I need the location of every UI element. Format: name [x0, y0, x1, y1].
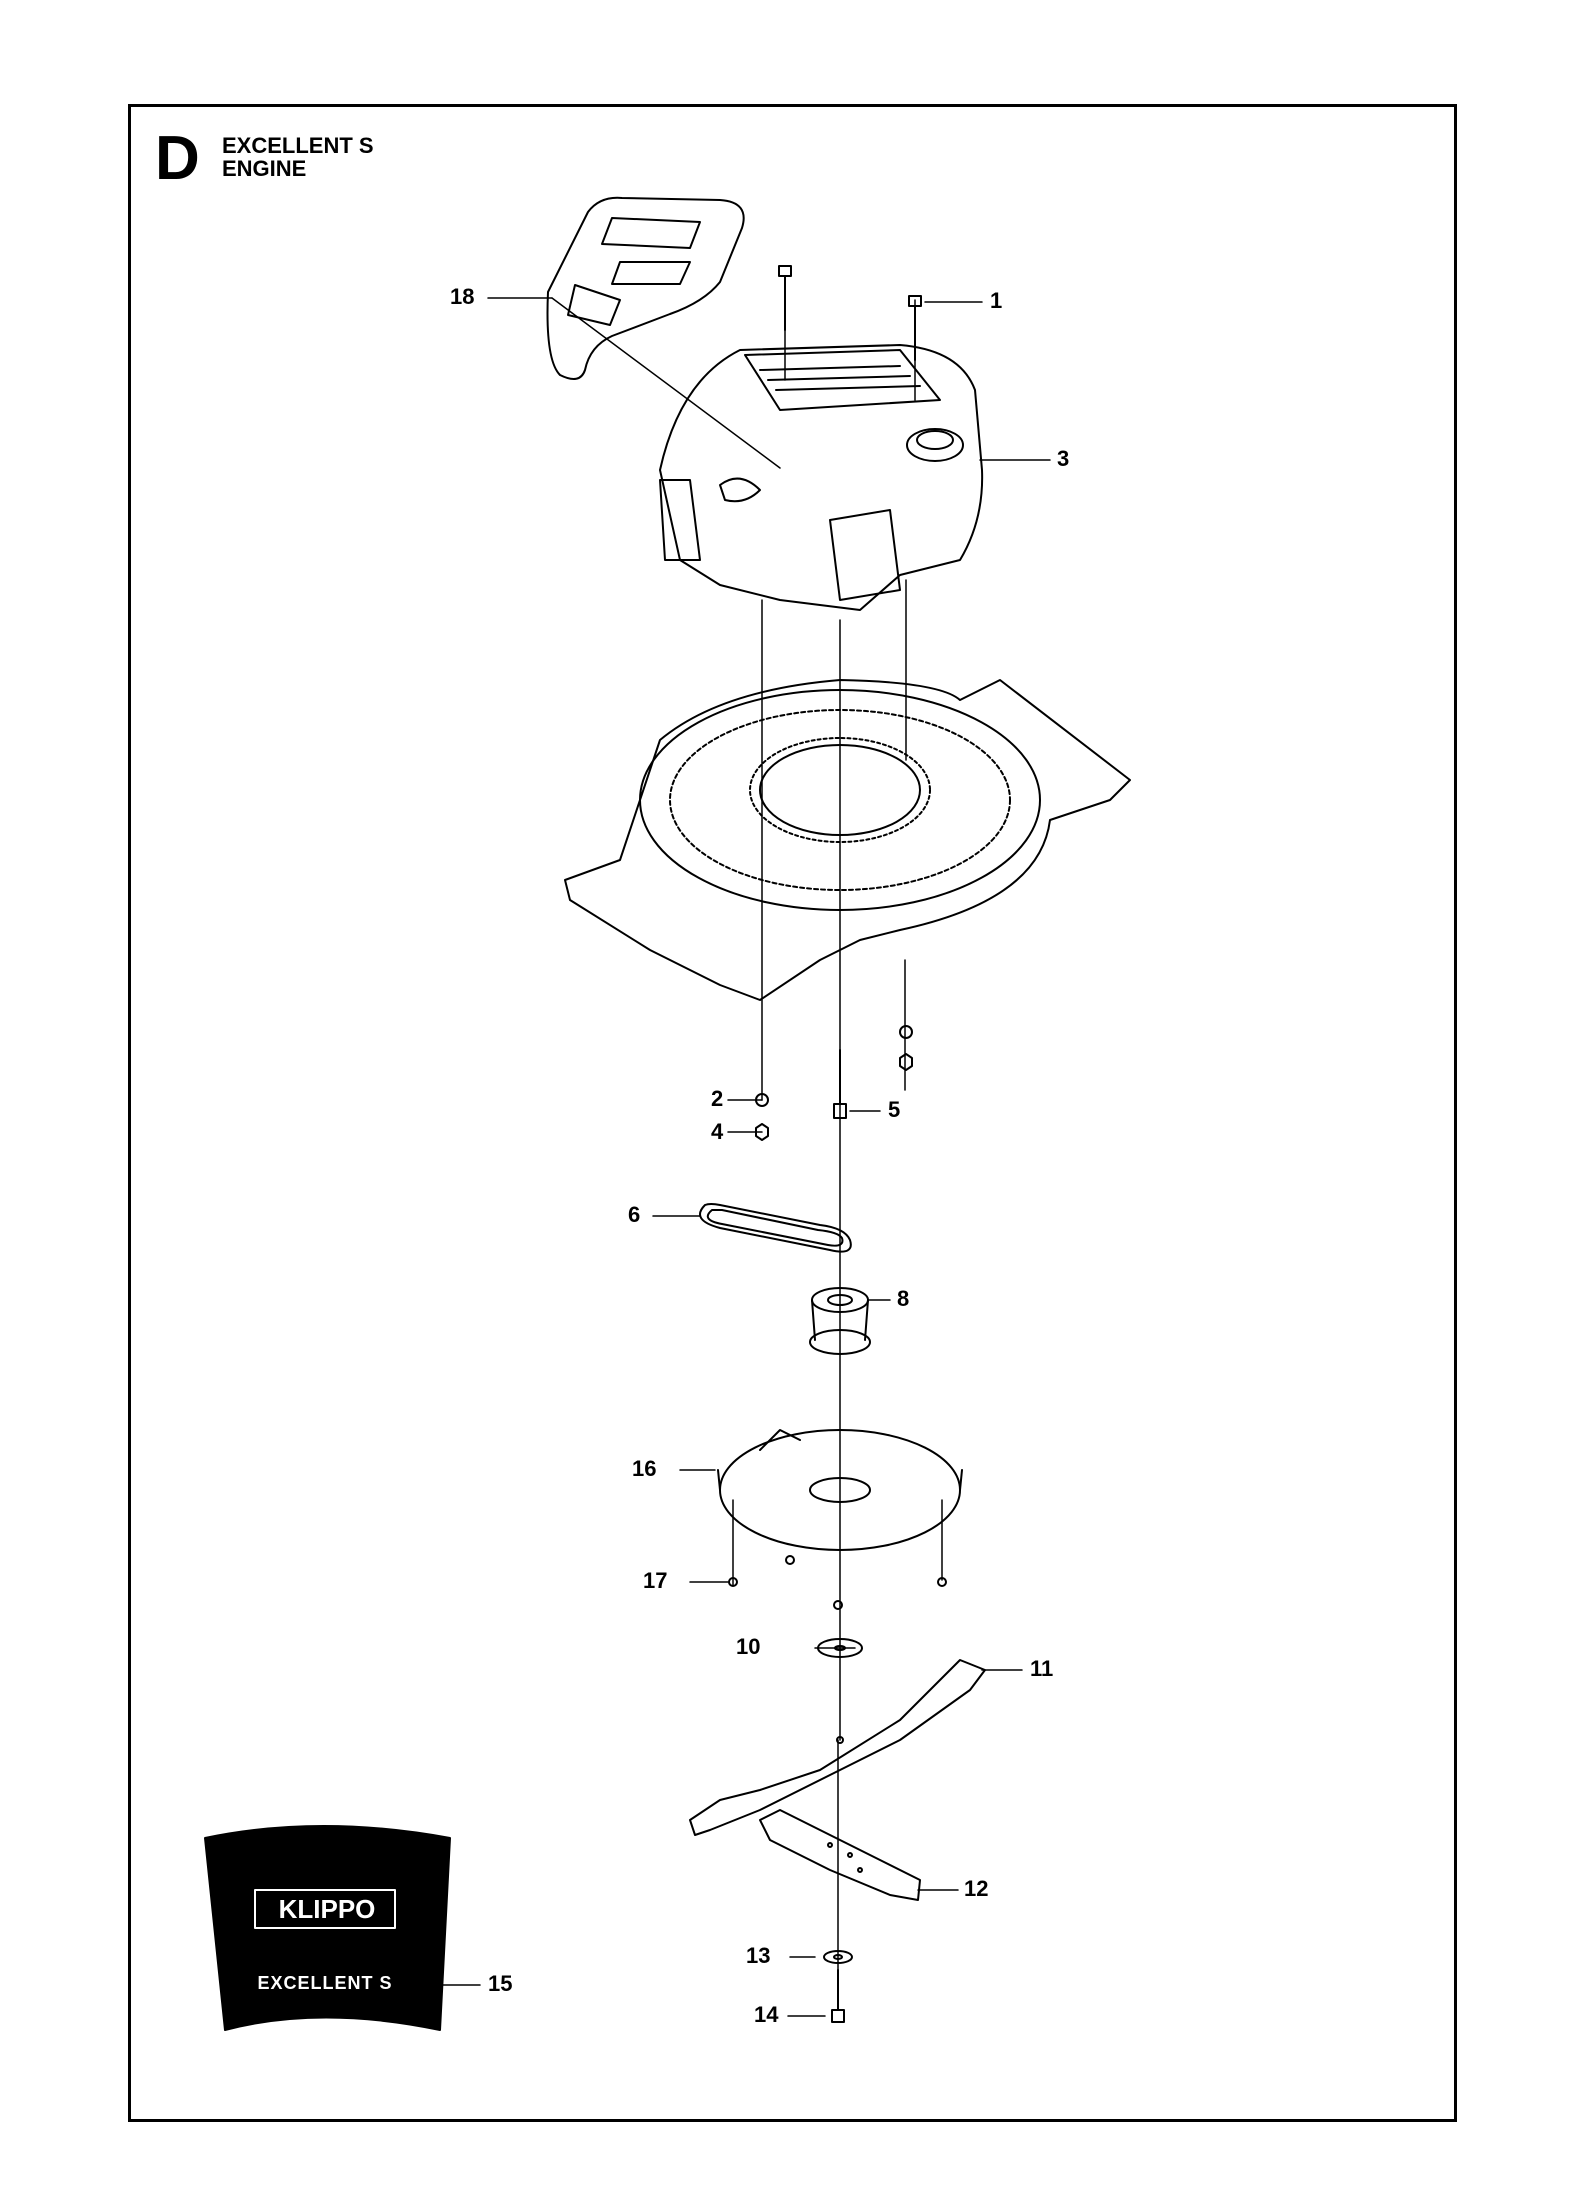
nut-part-4 [755, 1053, 913, 1141]
model-title: EXCELLENT S [222, 133, 374, 158]
page-frame [128, 104, 1457, 2122]
engine-part-3 [659, 344, 984, 611]
callout-6: 6 [628, 1202, 641, 1227]
title-block: EXCELLENT S ENGINE [222, 134, 374, 180]
callout-15: 15 [488, 1971, 513, 1996]
callout-10: 10 [736, 1634, 761, 1659]
callout-5: 5 [888, 1097, 901, 1122]
screw-part-17 [728, 1555, 947, 1610]
washer-part-10 [817, 1638, 863, 1658]
engine-cover-part-18 [546, 196, 745, 380]
washer-part-13 [823, 1950, 853, 1964]
mower-deck [564, 679, 1131, 1001]
callout-18: 18 [450, 284, 475, 309]
assembly-axes [732, 279, 943, 2011]
bolt-part-14 [831, 1969, 845, 2023]
pulley-part-8 [809, 1287, 871, 1355]
callout-16: 16 [632, 1456, 657, 1481]
group-title: ENGINE [222, 156, 307, 181]
bolt-part-5 [833, 1049, 847, 1119]
callout-3: 3 [1057, 446, 1070, 471]
callout-17: 17 [643, 1568, 668, 1593]
callout-4: 4 [711, 1119, 724, 1144]
callout-14: 14 [754, 2002, 779, 2027]
bolt-part-1 [778, 265, 922, 361]
leader-lines [442, 297, 1051, 2017]
callout-8: 8 [897, 1286, 910, 1311]
callout-2: 2 [711, 1086, 724, 1111]
blade-part-11 [689, 1659, 986, 1836]
blade-plate-part-16 [717, 1429, 963, 1551]
decal-model: EXCELLENT S [257, 1973, 393, 1993]
decal-part-15 [204, 1825, 451, 2031]
callout-12: 12 [964, 1876, 989, 1901]
blade-part-12 [759, 1809, 921, 1901]
belt-part-6 [699, 1203, 852, 1253]
callout-11: 11 [1030, 1656, 1054, 1681]
callout-1: 1 [990, 288, 1003, 313]
section-letter: D [155, 124, 200, 193]
callout-13: 13 [746, 1943, 771, 1968]
nut-part-2 [755, 1025, 913, 1107]
decal-brand: KLIPPO [278, 1894, 376, 1924]
